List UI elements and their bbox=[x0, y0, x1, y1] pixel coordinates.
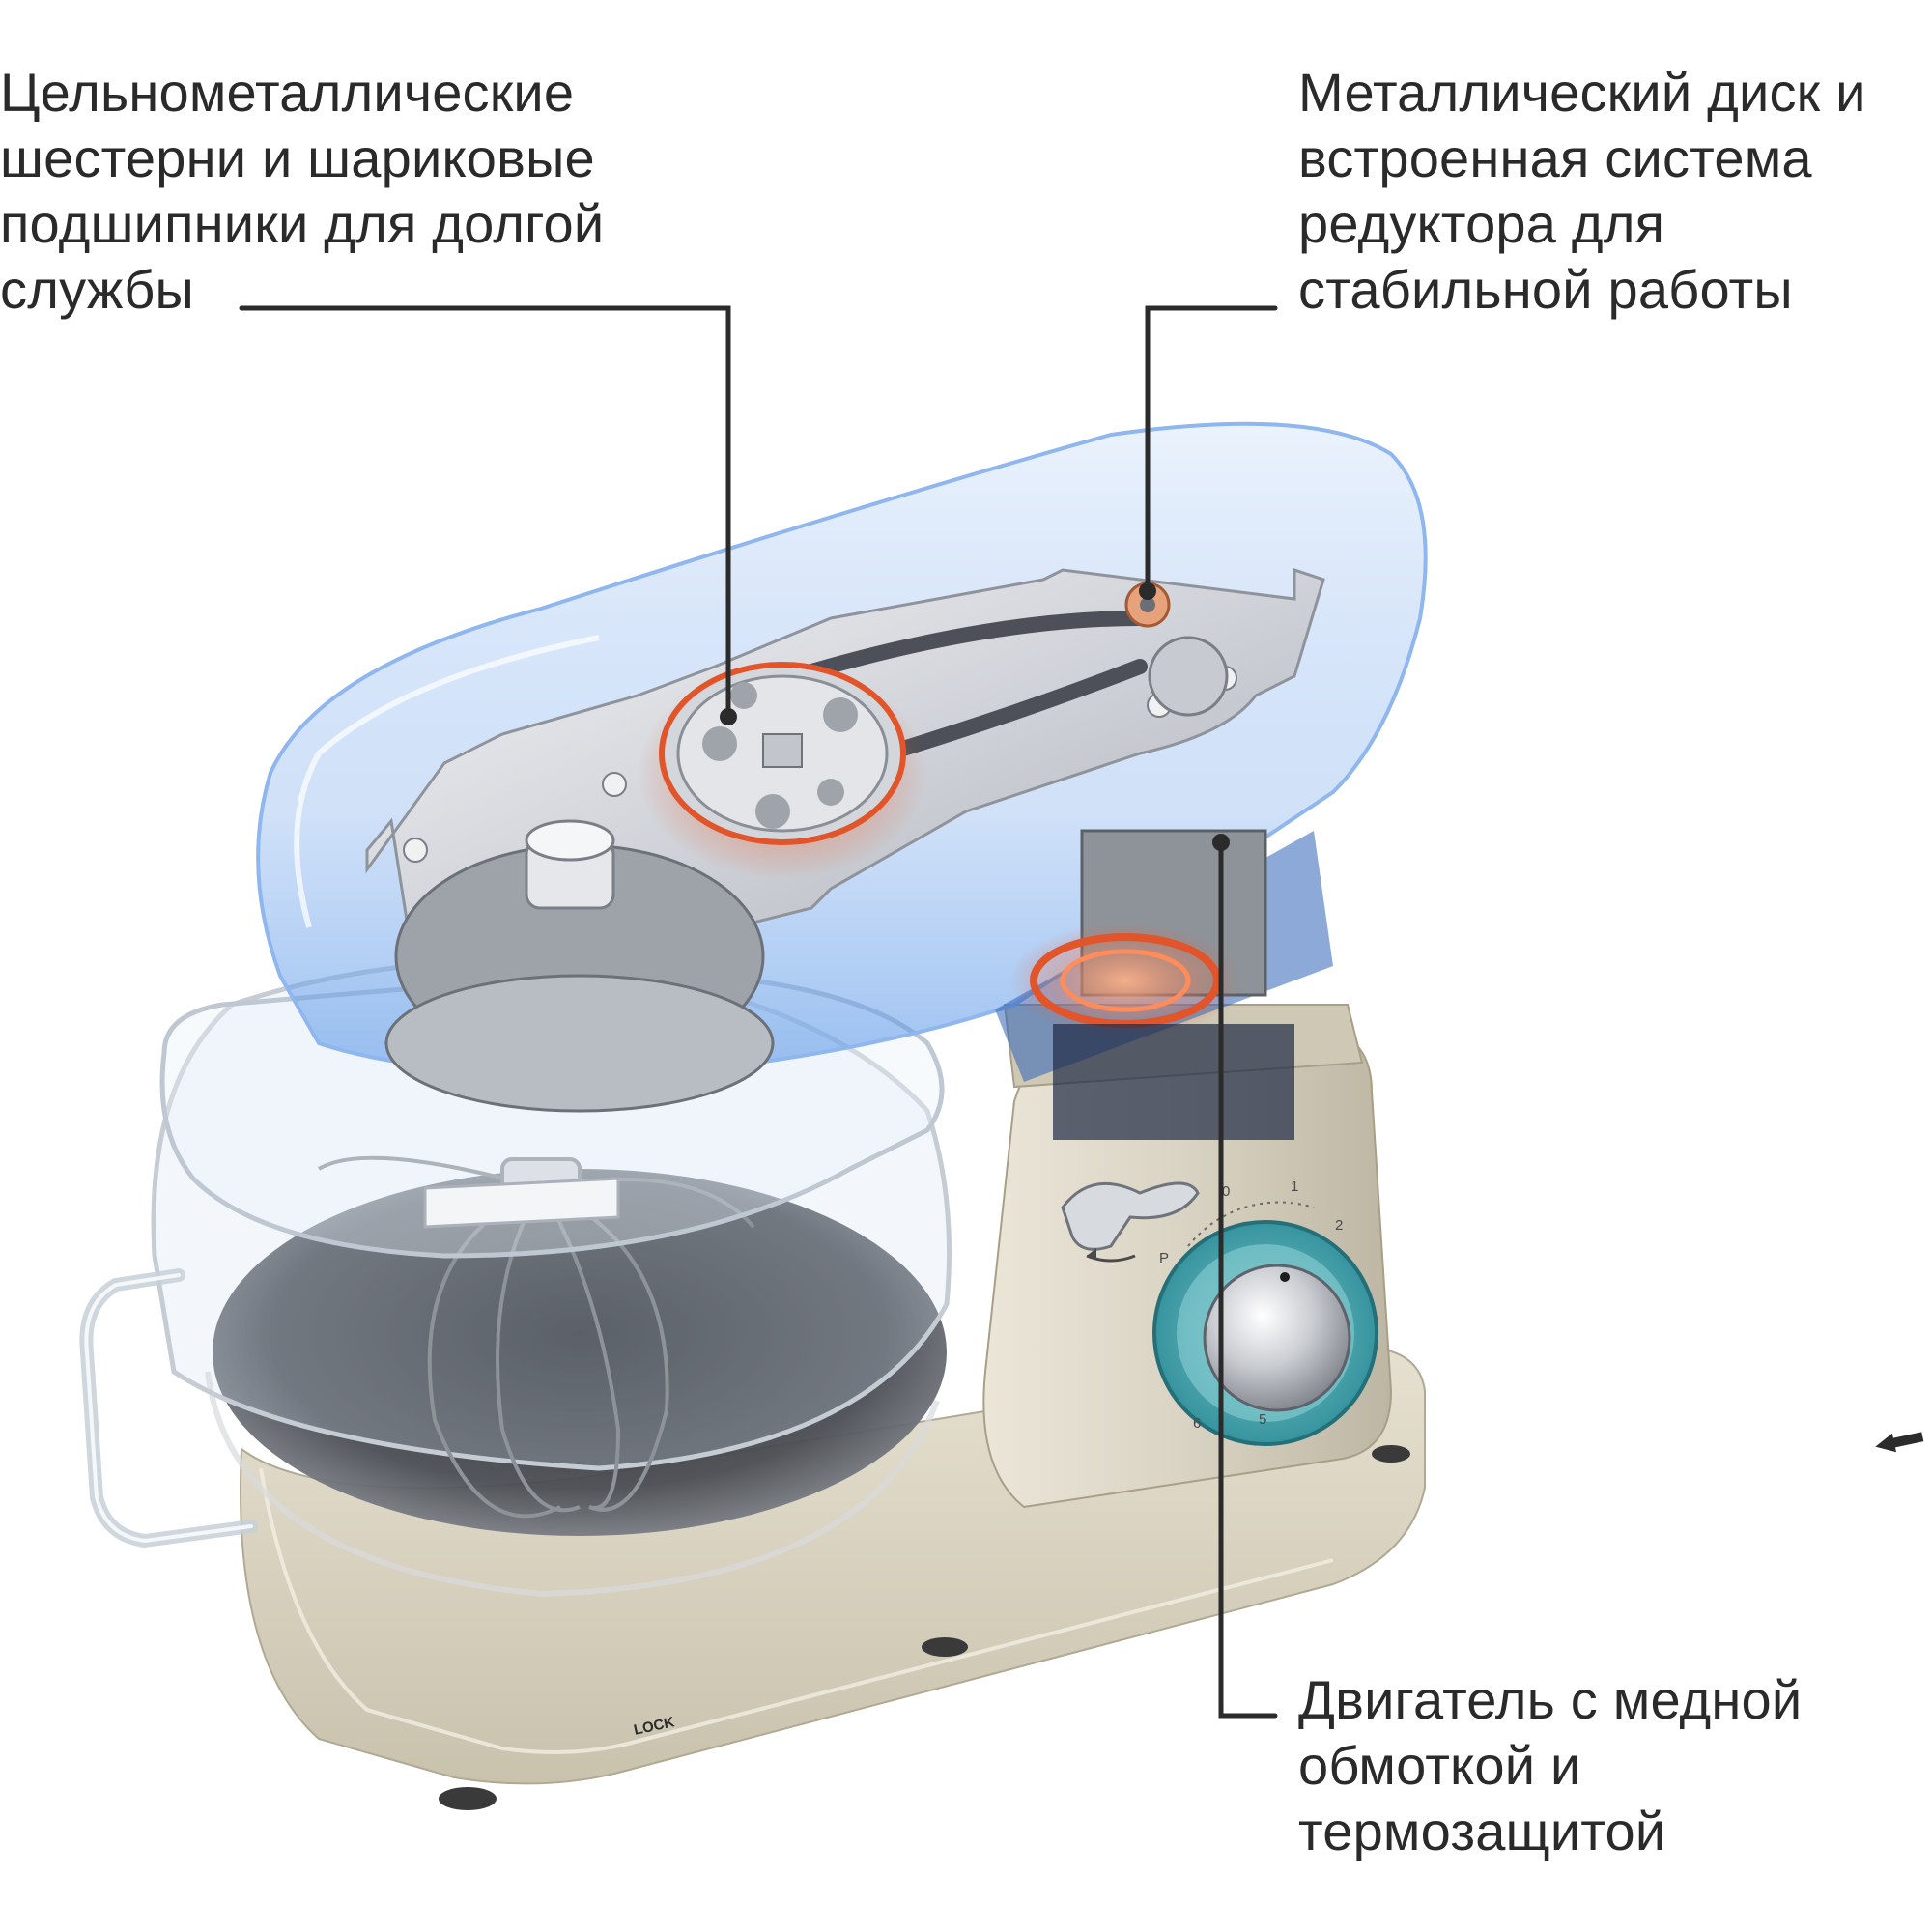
speed-dial[interactable]: 0 1 2 P 5 6 bbox=[1152, 1179, 1378, 1446]
callout-line: обмоткой и bbox=[1298, 1735, 1581, 1796]
callout-copper-motor: Двигатель с медной обмоткой и термозащит… bbox=[1298, 1667, 1802, 1864]
leader-dots bbox=[720, 582, 1230, 851]
callout-line: подшипники для долгой bbox=[0, 193, 605, 254]
speed-knob[interactable] bbox=[1203, 1264, 1351, 1412]
arrow-left-icon bbox=[1875, 1432, 1924, 1453]
tilt-head-lever[interactable] bbox=[1061, 1181, 1200, 1263]
dial-label-5: 5 bbox=[1259, 1411, 1266, 1428]
leader-lines bbox=[239, 305, 1278, 1719]
callout-line: встроенная система bbox=[1298, 128, 1812, 188]
leader-line-gears bbox=[239, 305, 731, 720]
dial-label-1: 1 bbox=[1291, 1179, 1298, 1195]
main-metal-gear bbox=[638, 662, 927, 879]
callout-line: Цельнометаллические bbox=[0, 62, 575, 123]
copper-motor bbox=[1009, 829, 1294, 1140]
reduction-disc bbox=[1124, 582, 1229, 717]
dial-label-2: 2 bbox=[1335, 1217, 1343, 1234]
dial-label-p: P bbox=[1159, 1250, 1169, 1266]
dial-label-6: 6 bbox=[1193, 1415, 1201, 1432]
callout-line: Металлический диск и bbox=[1298, 62, 1866, 123]
callout-line: стабильной работы bbox=[1298, 259, 1793, 320]
callout-line: редуктора для bbox=[1298, 193, 1665, 254]
leader-line-disc bbox=[1145, 305, 1278, 594]
callout-line: службы bbox=[0, 259, 194, 320]
leader-line-motor bbox=[1218, 845, 1278, 1719]
callout-metal-disc: Металлический диск и встроенная система … bbox=[1298, 60, 1866, 323]
dial-label-0: 0 bbox=[1222, 1183, 1230, 1200]
callout-line: термозащитой bbox=[1298, 1801, 1666, 1861]
callout-line: Двигатель с медной bbox=[1298, 1669, 1803, 1730]
callout-line: шестерни и шариковые bbox=[0, 128, 595, 188]
callout-gears-bearings: Цельнометаллические шестерни и шариковые… bbox=[0, 60, 604, 323]
